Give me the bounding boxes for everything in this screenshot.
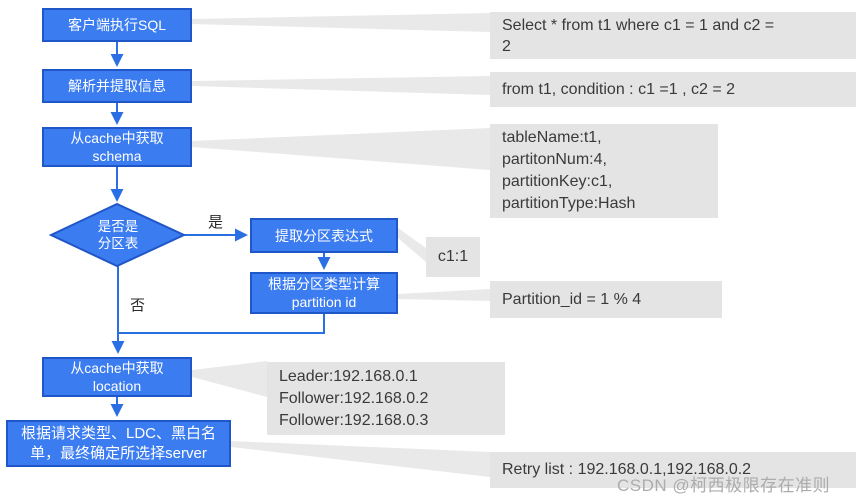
csdn-watermark: CSDN @柯西极限存在准则 (617, 476, 831, 495)
branch-yes-label: 是 (208, 214, 224, 231)
callout-partition-id: Partition_id = 1 % 4 (490, 281, 722, 318)
callout-sql-statement: Select * from t1 where c1 = 1 and c2 = 2 (490, 12, 856, 59)
leader-schema-to-schemainfo (192, 128, 490, 170)
leader-client-to-sql (192, 13, 490, 32)
leader-calc-to-partitionid (398, 289, 490, 301)
callout-condition: from t1, condition : c1 =1 , c2 = 2 (490, 72, 856, 107)
node-calc-partition-id: 根据分区类型计算 partition id (250, 272, 398, 314)
leader-extract-to-expr (398, 228, 426, 262)
callout-partition-expr-value: c1:1 (426, 237, 480, 277)
leader-parse-to-condition (192, 76, 490, 95)
callout-schema-info: tableName:t1, partitonNum:4, partitionKe… (490, 124, 718, 218)
node-client-exec-sql: 客户端执行SQL (42, 8, 192, 42)
callout-retry-list: Retry list : 192.168.0.1,192.168.0.2 (490, 452, 856, 488)
callout-location-info: Leader:192.168.0.1 Follower:192.168.0.2 … (267, 362, 505, 435)
node-choose-server: 根据请求类型、LDC、黑白名 单，最终确定所选择server (6, 420, 231, 467)
node-parse-extract: 解析并提取信息 (42, 69, 192, 103)
leader-location-to-locationinfo (192, 361, 267, 397)
decision-diamond-shape (48, 202, 187, 268)
line-calc-join (118, 314, 325, 334)
decision-is-partition-table-label: 是否是 分区表 (97, 219, 139, 251)
leader-server-to-retry (231, 441, 490, 477)
callout-leader-shapes (192, 13, 490, 477)
node-get-location: 从cache中获取 location (42, 357, 192, 397)
node-get-schema: 从cache中获取 schema (42, 127, 192, 167)
node-extract-partition-expr: 提取分区表达式 (250, 218, 398, 253)
branch-no-label: 否 (130, 297, 146, 314)
flow-connectors (110, 42, 331, 417)
